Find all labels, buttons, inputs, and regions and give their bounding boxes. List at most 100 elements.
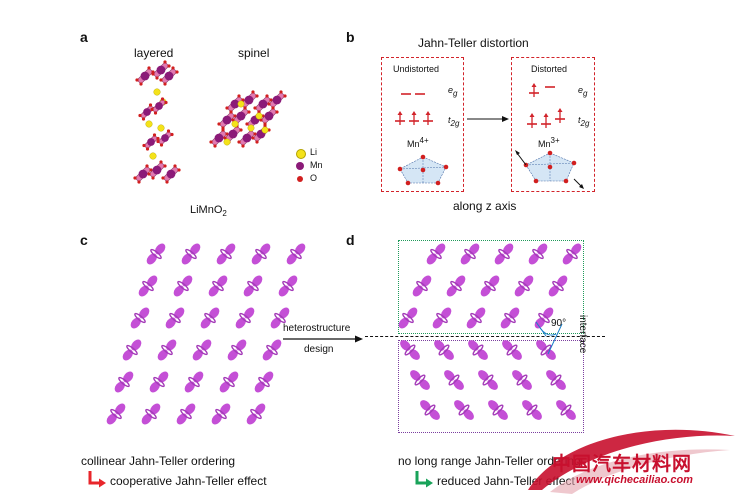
sub-caption-c: cooperative Jahn-Teller effect <box>110 474 267 488</box>
reduced-marker-icon <box>415 471 433 488</box>
dz2-orbital <box>454 400 474 420</box>
distorted-box <box>511 57 595 192</box>
dz2-orbital <box>157 339 177 361</box>
mno6-octahedron <box>217 110 237 130</box>
orbital-lobe <box>514 285 525 297</box>
orbital-ring <box>185 248 197 260</box>
orbital-lobe <box>270 317 281 329</box>
orbital-ring <box>436 312 448 324</box>
li-atom <box>247 124 255 132</box>
orbital-ring <box>552 280 564 292</box>
orbital-lobe <box>278 285 289 297</box>
orbital-lobe <box>454 400 465 411</box>
orbital-lobe <box>565 409 576 420</box>
orbital-lobe <box>131 339 142 351</box>
caption-c: collinear Jahn-Teller ordering <box>81 454 236 468</box>
orbital-lobe <box>181 253 192 265</box>
orbital-lobe <box>279 307 290 319</box>
dz2-orbital <box>278 275 298 297</box>
orbital-lobe <box>235 317 246 329</box>
orbital-ring <box>416 280 428 292</box>
orbital-lobe <box>174 307 185 319</box>
orbital-lobe <box>193 371 204 383</box>
spin-up-arrowhead <box>531 83 537 87</box>
octahedron-undistorted <box>397 154 449 186</box>
orbital-ring <box>204 312 216 324</box>
orbital-lobe <box>252 275 263 287</box>
orbital-ring <box>492 404 504 416</box>
orbital-ring <box>290 248 302 260</box>
dz2-orbital <box>480 275 500 297</box>
formula-sub: 2 <box>222 209 227 219</box>
t2g-d-sub: 2g <box>580 118 590 128</box>
t2g-label-d: t2g <box>578 115 589 128</box>
orbital-lobe <box>511 349 522 360</box>
mn3-sup: 3+ <box>550 136 560 145</box>
mno6-octahedron <box>253 94 273 114</box>
orbital-ring <box>161 344 173 356</box>
watermark-text: 中国汽车材料网 <box>552 453 693 475</box>
orbital-lobe <box>494 253 505 265</box>
orbital-ring <box>231 344 243 356</box>
t2g-label-u: t2g <box>448 115 459 128</box>
dz2-orbital <box>138 275 158 297</box>
orbital-ring <box>255 248 267 260</box>
orbital-lobe <box>122 349 133 361</box>
watermark-url: www.qichecailiao.com <box>576 474 693 486</box>
dz2-orbital <box>534 307 554 329</box>
orbital-ring <box>150 248 162 260</box>
orbital-lobe <box>192 349 203 361</box>
orbital-lobe <box>562 253 573 265</box>
spin-up-arrowhead <box>529 113 535 117</box>
spin-up-arrowhead <box>425 111 431 115</box>
dz2-orbital <box>270 307 290 329</box>
orbital-lobe <box>211 413 222 425</box>
orbital-ring <box>145 408 157 420</box>
orbital-lobe <box>512 370 523 381</box>
axis-note: along z axis <box>453 199 517 213</box>
orbital-lobe <box>217 275 228 287</box>
orbital-lobe <box>200 317 211 329</box>
orbital-lobe <box>409 349 420 360</box>
orbital-ring <box>464 248 476 260</box>
orbital-ring <box>472 344 484 356</box>
orbital-ring <box>258 376 270 388</box>
orbital-lobe <box>410 370 421 381</box>
orbital-lobe <box>216 253 227 265</box>
mn3-main: Mn <box>538 139 551 149</box>
orbital-ring <box>498 248 510 260</box>
dz2-orbital <box>251 243 271 265</box>
dz2-orbital <box>500 307 520 329</box>
li-atom <box>223 138 231 146</box>
orbital-lobe <box>531 409 542 420</box>
dz2-orbital <box>412 275 432 297</box>
dz2-orbital <box>446 275 466 297</box>
orbital-lobe <box>537 243 548 255</box>
spinel-label: spinel <box>238 46 270 60</box>
dz2-orbital <box>173 275 193 297</box>
orbital-ring <box>126 344 138 356</box>
dz2-orbital <box>460 243 480 265</box>
orbital-ring <box>134 312 146 324</box>
dz2-orbital <box>216 243 236 265</box>
orbital-lobe <box>255 403 266 415</box>
dz2-orbital <box>478 370 498 390</box>
mno6-octahedron <box>159 66 179 86</box>
orbital-lobe <box>556 400 567 411</box>
mn-swatch <box>296 162 304 170</box>
orbital-lobe <box>201 339 212 351</box>
eg-label-d: eg <box>578 85 587 98</box>
orbital-lobe <box>441 307 452 319</box>
energy-levels-distorted <box>527 83 565 128</box>
mno6-octahedron <box>156 129 174 147</box>
t2g-d-main: t <box>578 115 581 125</box>
orbital-lobe <box>502 340 513 351</box>
dz2-orbital <box>165 307 185 329</box>
orbital-lobe <box>434 340 445 351</box>
mn4-label: Mn4+ <box>407 136 429 149</box>
mn4-main: Mn <box>407 139 420 149</box>
dz2-orbital <box>548 275 568 297</box>
orbital-ring <box>450 280 462 292</box>
dz2-orbital <box>488 400 508 420</box>
